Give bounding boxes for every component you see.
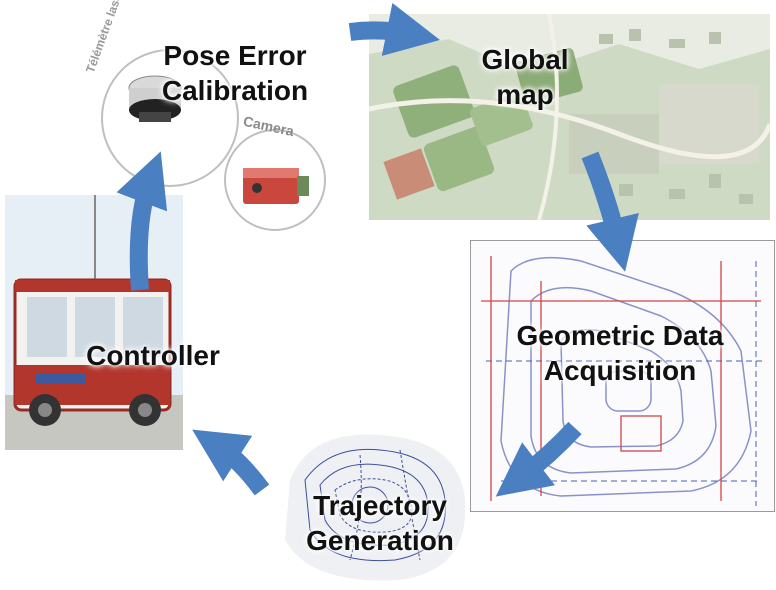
rangefinder-ring bbox=[101, 49, 239, 187]
geometric-data-acquisition-label: Geometric Data Acquisition bbox=[500, 318, 740, 388]
arrow-geometric-to-trajectory bbox=[495, 421, 582, 497]
laser-rangefinder-icon bbox=[128, 75, 182, 122]
trajectory-plot-image bbox=[270, 420, 475, 585]
trajectory-generation-label: Trajectory Generation bbox=[300, 488, 460, 558]
pose-line2: Calibration bbox=[161, 75, 309, 106]
camera-icon bbox=[243, 168, 309, 204]
trajectory-line1: Trajectory bbox=[313, 490, 447, 521]
arrow-pose-to-global bbox=[348, 2, 441, 56]
global-line1: Global bbox=[481, 44, 569, 75]
controller-label: Controller bbox=[78, 338, 228, 373]
pose-error-calibration-label: Pose Error Calibration bbox=[150, 38, 320, 108]
global-line2: map bbox=[496, 79, 554, 110]
global-map-label: Global map bbox=[470, 42, 580, 112]
arrow-global-to-geometric bbox=[581, 151, 639, 272]
vehicle-photo bbox=[5, 195, 183, 450]
arrow-trajectory-to-controller bbox=[192, 429, 270, 496]
global-map-image bbox=[368, 13, 773, 221]
trajectory-line2: Generation bbox=[306, 525, 454, 556]
geometric-line2: Acquisition bbox=[543, 355, 697, 386]
controller-line1: Controller bbox=[86, 340, 220, 371]
sensor-illustration: Télémètre laser Camera bbox=[75, 0, 340, 240]
geometric-line1: Geometric Data bbox=[516, 320, 724, 351]
arrow-controller-to-pose bbox=[116, 151, 168, 291]
pose-line1: Pose Error bbox=[163, 40, 307, 71]
